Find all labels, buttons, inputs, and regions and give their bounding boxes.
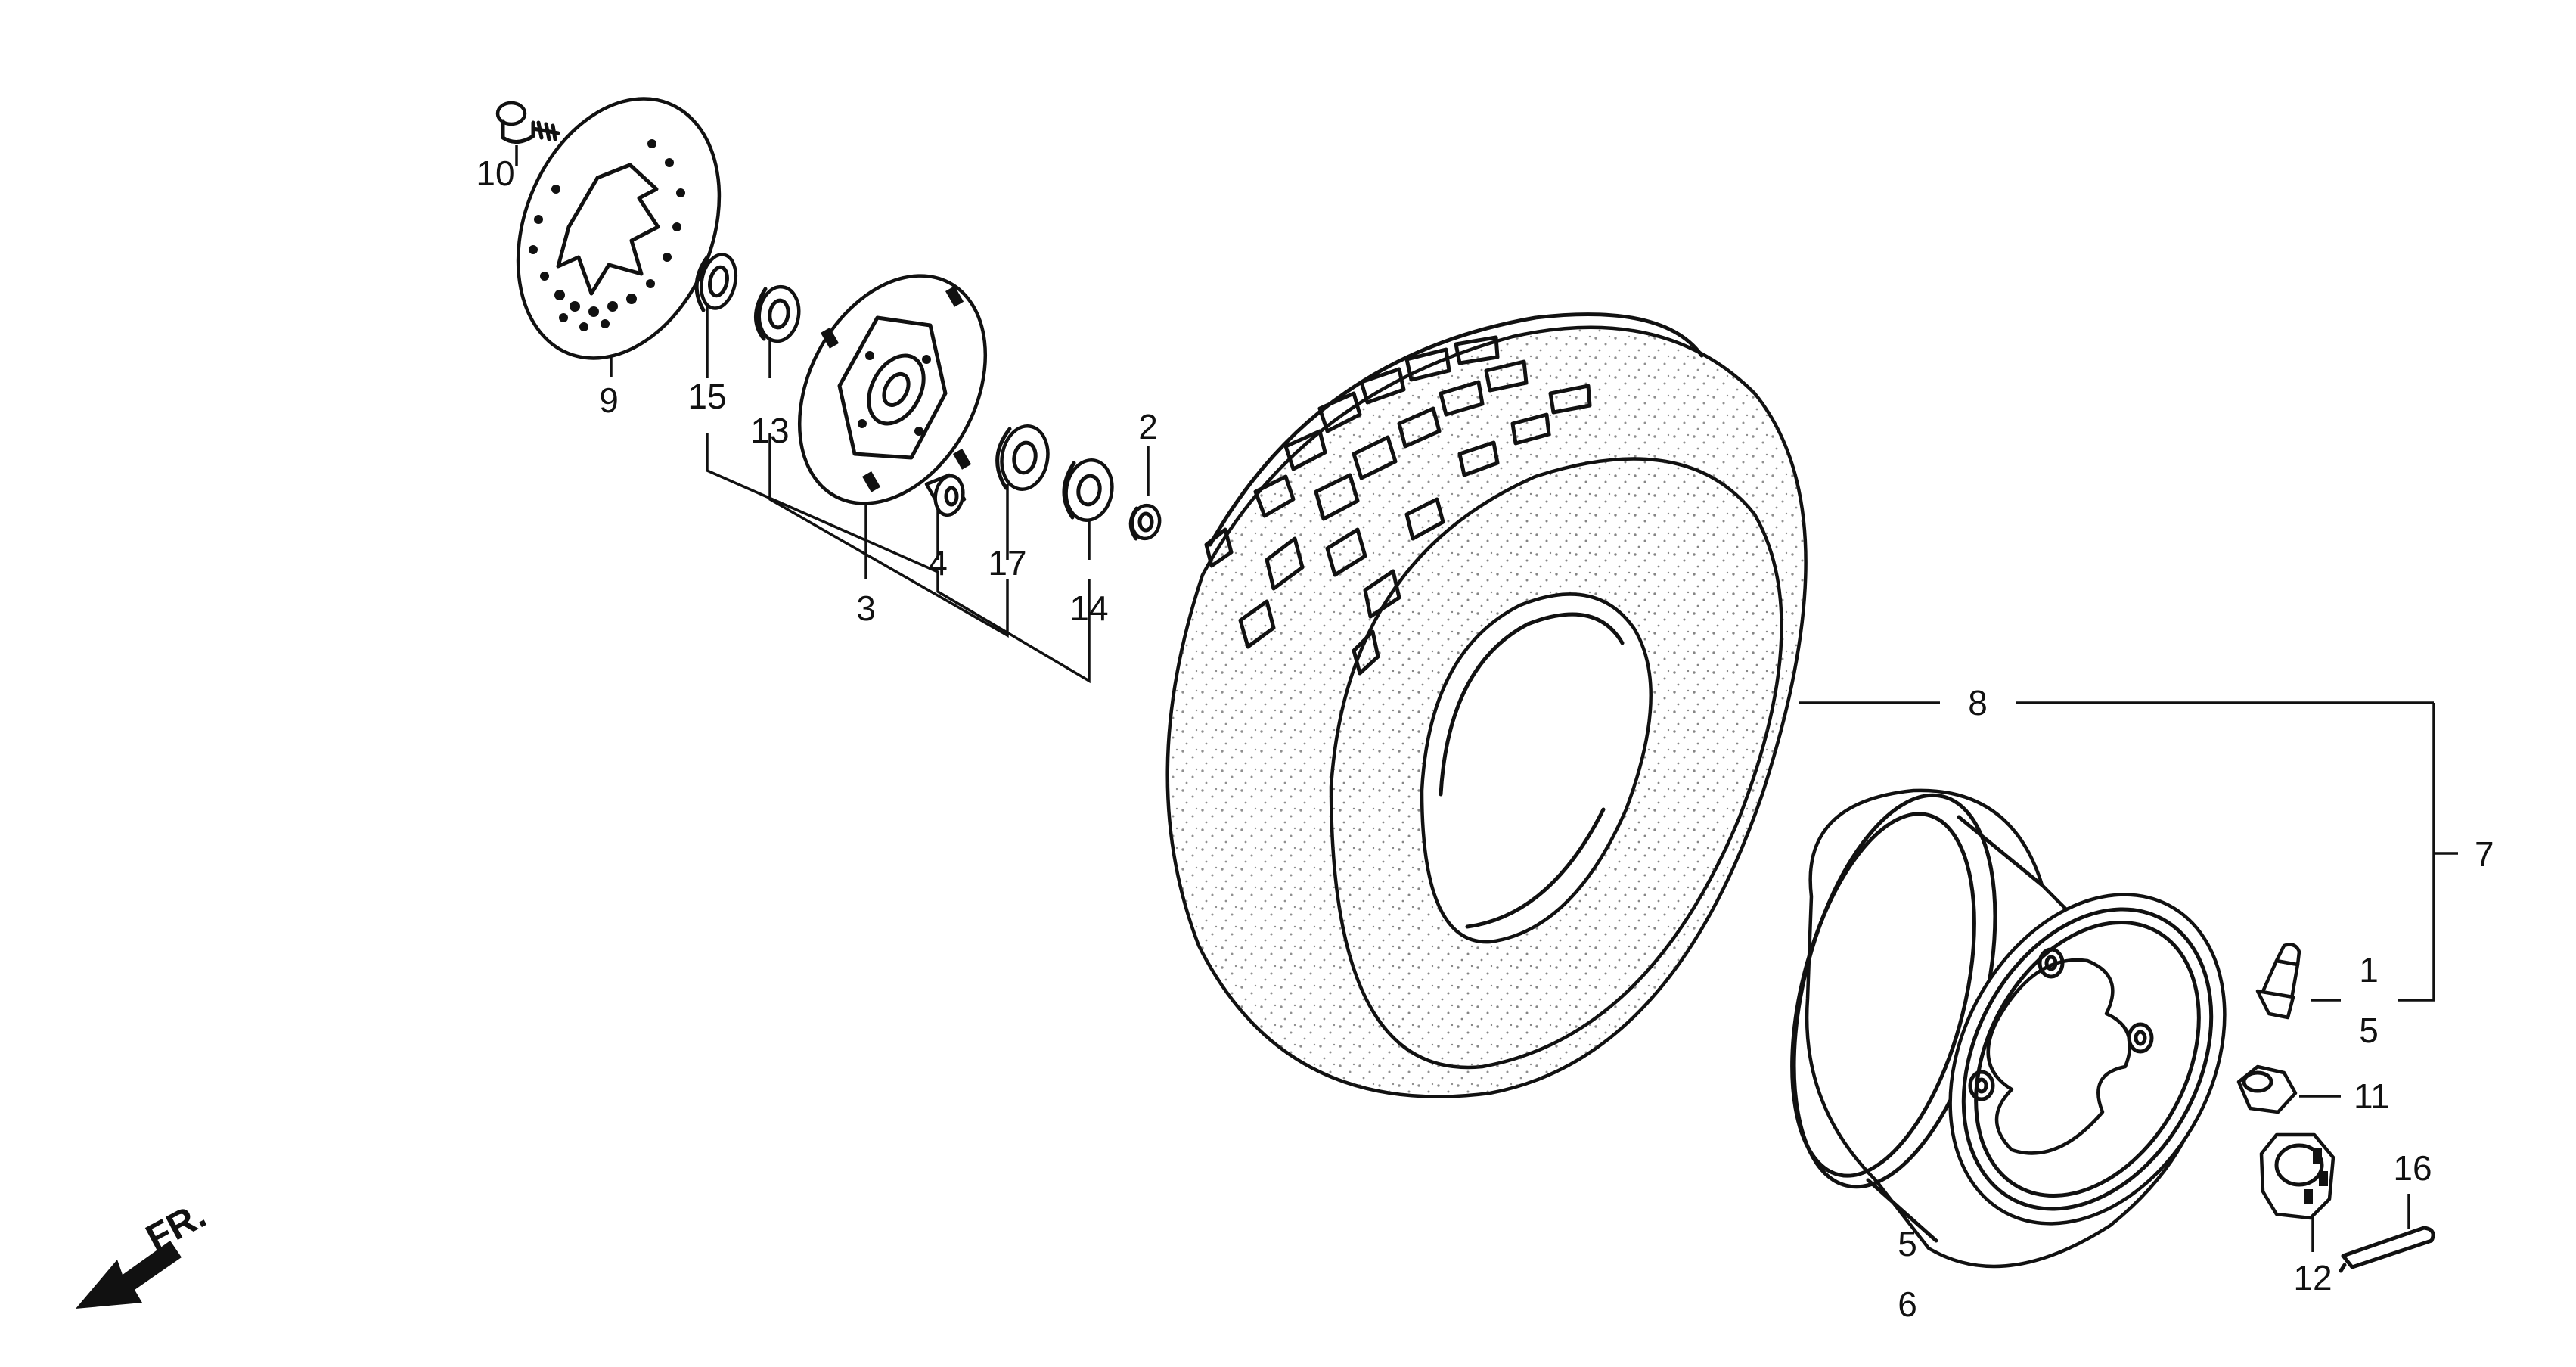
- collar-4: [924, 473, 967, 517]
- rim-5-6: [1790, 788, 2227, 1269]
- callout-1: 1: [2359, 950, 2379, 990]
- direction-label: FR.: [139, 1193, 213, 1259]
- brake-disc-9: [516, 97, 722, 360]
- callout-14: 14: [1069, 589, 1108, 628]
- nut-11: [2236, 1064, 2298, 1114]
- tire-8: [1165, 312, 1808, 1098]
- valve-1-5: [2255, 943, 2301, 1020]
- callout-16: 16: [2393, 1148, 2432, 1188]
- bearing-13: [754, 284, 801, 343]
- callout-3: 3: [856, 589, 876, 628]
- bolt-10: [495, 101, 560, 144]
- castle-nut-12: [2259, 1132, 2335, 1220]
- cotter-pin-16: [2339, 1226, 2435, 1273]
- callout-6: 6: [1898, 1285, 1917, 1324]
- callout-9: 9: [599, 381, 619, 420]
- callout-13: 13: [750, 411, 789, 450]
- hub-3: [797, 274, 988, 505]
- leader-lines: [515, 145, 2458, 1252]
- front-direction-indicator: FR.: [76, 1193, 213, 1309]
- callout-8: 8: [1968, 683, 1988, 722]
- arrow-down-left-icon: [76, 1241, 182, 1309]
- callout-5-valve: 5: [2359, 1011, 2379, 1050]
- callout-12: 12: [2293, 1258, 2332, 1297]
- bearing-17: [995, 424, 1050, 491]
- callout-labels: 10 9 15 13 3 4 17 14 2 8 7 1 5 11 5 6 12…: [476, 154, 2494, 1324]
- callout-15: 15: [687, 377, 726, 416]
- bearing-14: [1062, 458, 1114, 522]
- callout-7: 7: [2475, 834, 2494, 874]
- callout-17: 17: [988, 543, 1026, 583]
- bearing-15: [694, 253, 738, 312]
- callout-2: 2: [1138, 407, 1158, 446]
- callout-4: 4: [928, 543, 948, 583]
- callout-5-rim: 5: [1898, 1224, 1917, 1263]
- callout-11: 11: [2354, 1077, 2390, 1116]
- callout-10: 10: [476, 154, 514, 193]
- spacer-2: [1128, 503, 1162, 541]
